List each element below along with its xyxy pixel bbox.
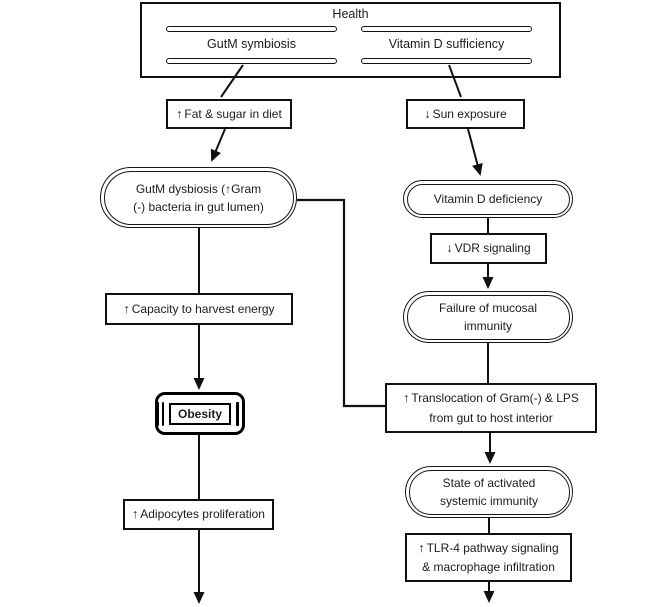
- health-title: Health: [332, 7, 369, 21]
- edge-fat-sugar-to-gutm-dysbiosis: [210, 128, 226, 162]
- divider-pill: [361, 58, 532, 64]
- obesity-side-bar: [236, 401, 239, 426]
- node-vdr-signaling: ↓VDR signaling: [430, 233, 547, 264]
- node-label-line1: TLR-4 pathway signaling: [426, 540, 559, 555]
- node-label-line1: State of activated: [442, 476, 536, 490]
- edge-gutm-dysbiosis-to-translocation-elbow: [297, 198, 385, 408]
- node-failure-of-mucosal-immunity: Failure of mucosal immunity: [403, 291, 573, 343]
- node-capacity-to-harvest-energy: ↑Capacity to harvest energy: [105, 293, 293, 325]
- node-label-line2: immunity: [463, 319, 512, 333]
- node-label: Capacity to harvest energy: [131, 301, 275, 316]
- up-arrow-icon: ↑: [132, 507, 139, 522]
- up-arrow-icon: ↑: [418, 540, 425, 555]
- node-label-line2: (-) bacteria in gut lumen): [133, 199, 264, 214]
- divider-pill: [361, 26, 532, 32]
- node-gutm-dysbiosis: GutM dysbiosis (↑Gram (-) bacteria in gu…: [100, 167, 297, 228]
- health-item-gutm-symbiosis: GutM symbiosis: [207, 37, 296, 51]
- up-arrow-icon: ↑: [403, 391, 410, 406]
- node-label: VDR signaling: [454, 241, 531, 256]
- health-item-vitamin-d-sufficiency: Vitamin D sufficiency: [388, 37, 505, 51]
- node-label: Obesity: [169, 402, 232, 425]
- divider-pill: [166, 58, 337, 64]
- node-label-line1: GutM dysbiosis (↑Gram: [135, 181, 262, 196]
- health-box: Health GutM symbiosis Vitamin D sufficie…: [140, 2, 561, 78]
- divider-pill: [166, 26, 337, 32]
- node-label: Fat & sugar in diet: [184, 106, 282, 121]
- node-label: Vitamin D deficiency: [433, 192, 543, 206]
- node-obesity: Obesity: [155, 392, 245, 435]
- node-label: Sun exposure: [432, 106, 507, 121]
- up-arrow-icon: ↑: [176, 106, 183, 121]
- node-translocation-gram-lps: ↑Translocation of Gram(-) & LPS from gut…: [385, 383, 597, 433]
- obesity-side-bar: [156, 401, 159, 426]
- edge-sun-exposure-to-vitd-deficiency: [467, 128, 483, 176]
- obesity-side-bar: [241, 401, 245, 426]
- node-adipocytes-proliferation: ↑Adipocytes proliferation: [123, 499, 274, 530]
- node-fat-sugar-in-diet: ↑Fat & sugar in diet: [166, 99, 292, 129]
- obesity-side-bar: [161, 401, 164, 426]
- node-label-line2: from gut to host interior: [429, 410, 553, 425]
- node-label-line1: Failure of mucosal: [438, 301, 538, 315]
- up-arrow-icon: ↑: [123, 301, 130, 316]
- node-sun-exposure: ↓Sun exposure: [406, 99, 525, 129]
- node-label-line2: & macrophage infiltration: [422, 560, 555, 574]
- node-state-of-activated-systemic-immunity: State of activated systemic immunity: [405, 466, 573, 518]
- node-vitamin-d-deficiency: Vitamin D deficiency: [403, 180, 573, 218]
- node-label-line2: systemic immunity: [439, 494, 538, 508]
- down-arrow-icon: ↓: [446, 241, 453, 256]
- node-label: Adipocytes proliferation: [140, 507, 265, 522]
- node-label-line1: Translocation of Gram(-) & LPS: [411, 391, 579, 406]
- node-tlr4-pathway-signaling: ↑TLR-4 pathway signaling & macrophage in…: [405, 533, 572, 582]
- down-arrow-icon: ↓: [424, 106, 431, 121]
